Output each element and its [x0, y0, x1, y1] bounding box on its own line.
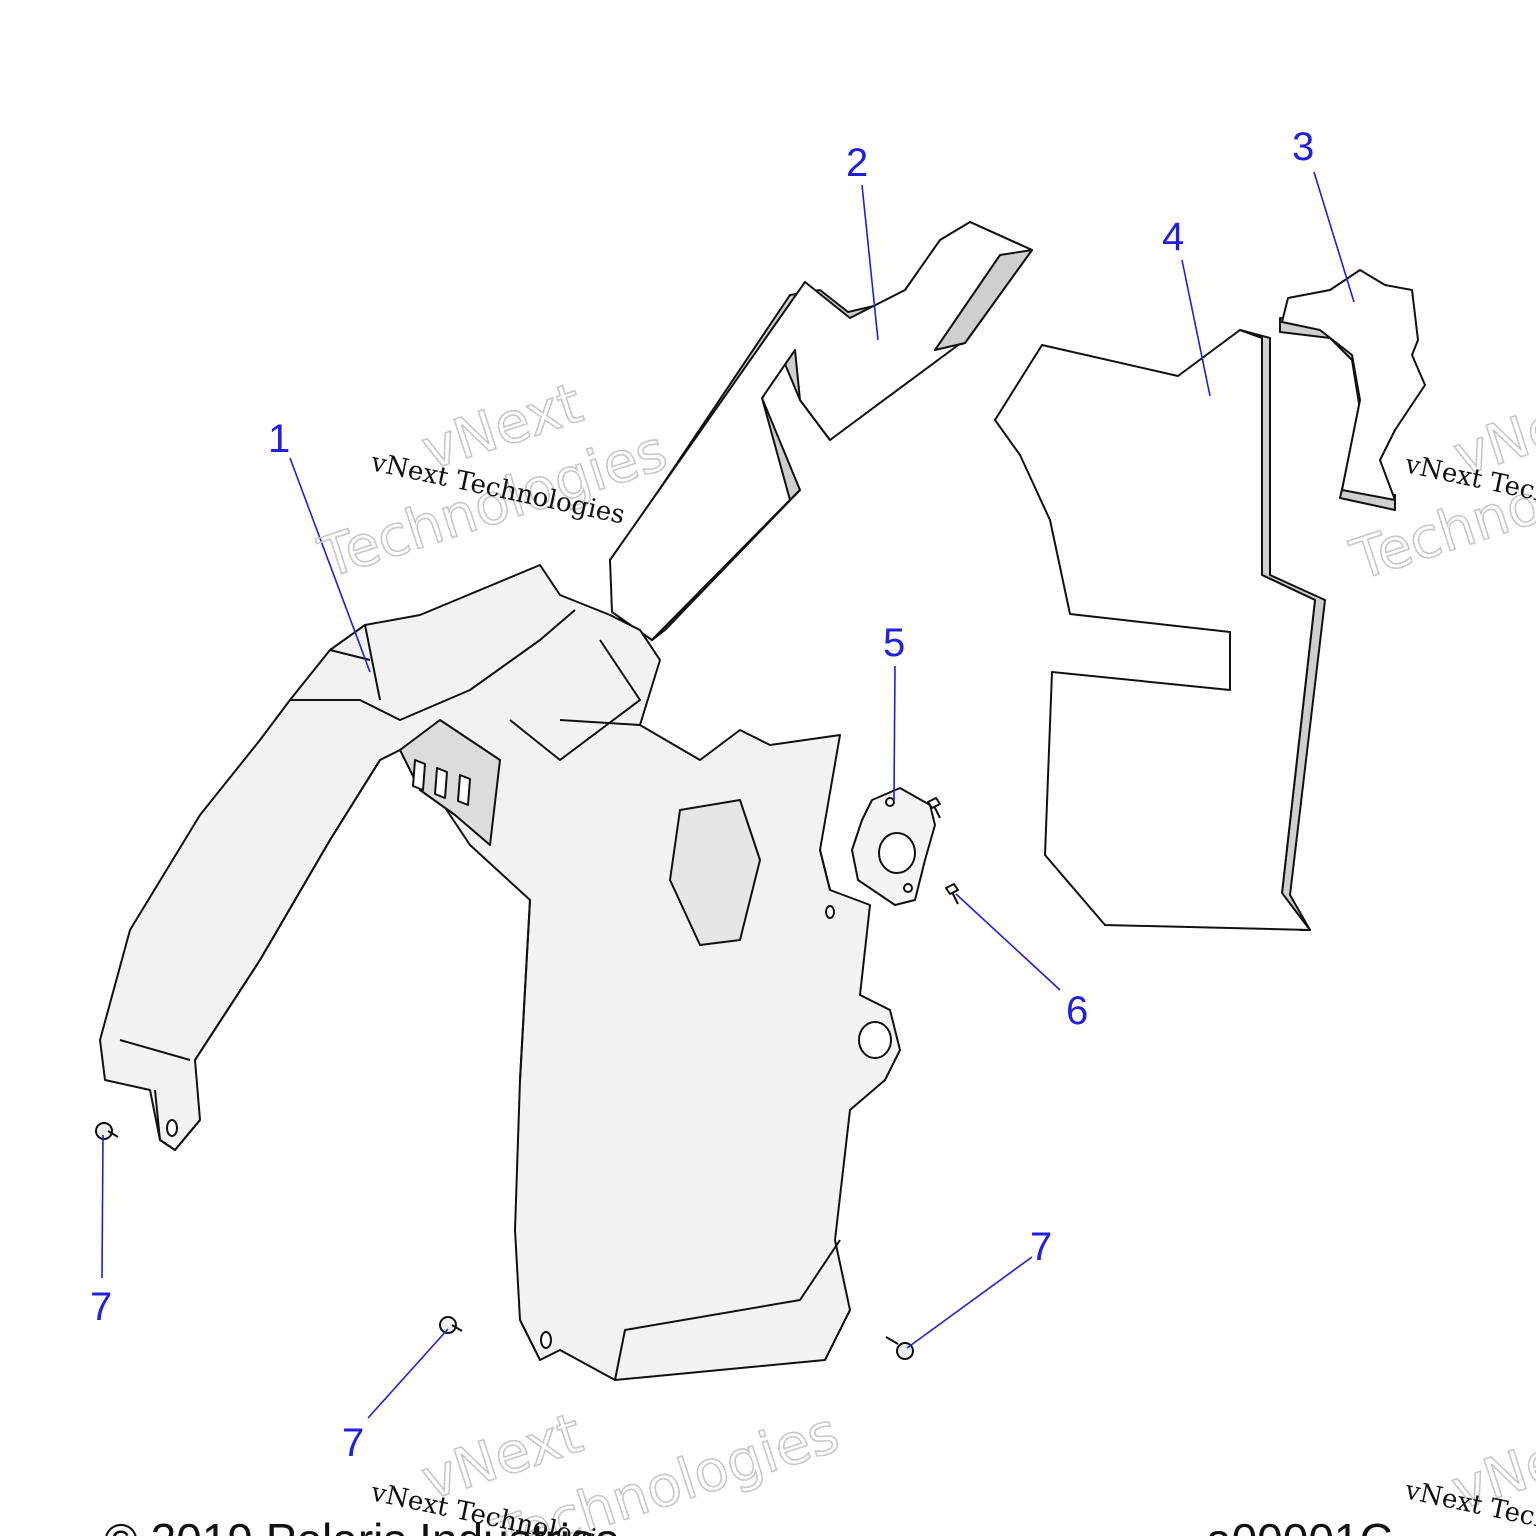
part-3-heat-shield — [1279, 269, 1426, 511]
part-6-screw — [927, 797, 959, 905]
part-1-fender-assembly — [99, 564, 901, 1381]
part-7-push-rivet — [95, 1122, 914, 1360]
footer-drawing-number: a00001C — [1206, 1514, 1393, 1536]
callout-3: 3 — [1292, 125, 1314, 169]
part-2-heat-shield — [609, 221, 1033, 641]
callout-7-left: 7 — [90, 1285, 112, 1329]
callout-labels: 1 2 3 4 5 6 7 7 7 — [90, 125, 1314, 1465]
part-5-gasket — [851, 787, 936, 906]
callout-6: 6 — [1066, 989, 1088, 1033]
watermark-bottom-right: vNext vNext Technologies — [1402, 1410, 1536, 1536]
callout-2: 2 — [846, 141, 868, 185]
leader-lines — [101, 171, 1355, 1419]
callout-7-right: 7 — [1030, 1225, 1052, 1269]
footer-copyright: © 2019 Polaris Industries — [104, 1514, 619, 1536]
part-4-heat-shield — [994, 329, 1326, 931]
callout-1: 1 — [268, 417, 290, 461]
callout-5: 5 — [883, 621, 905, 665]
callout-4: 4 — [1162, 215, 1184, 259]
callout-7-bottom: 7 — [342, 1421, 364, 1465]
